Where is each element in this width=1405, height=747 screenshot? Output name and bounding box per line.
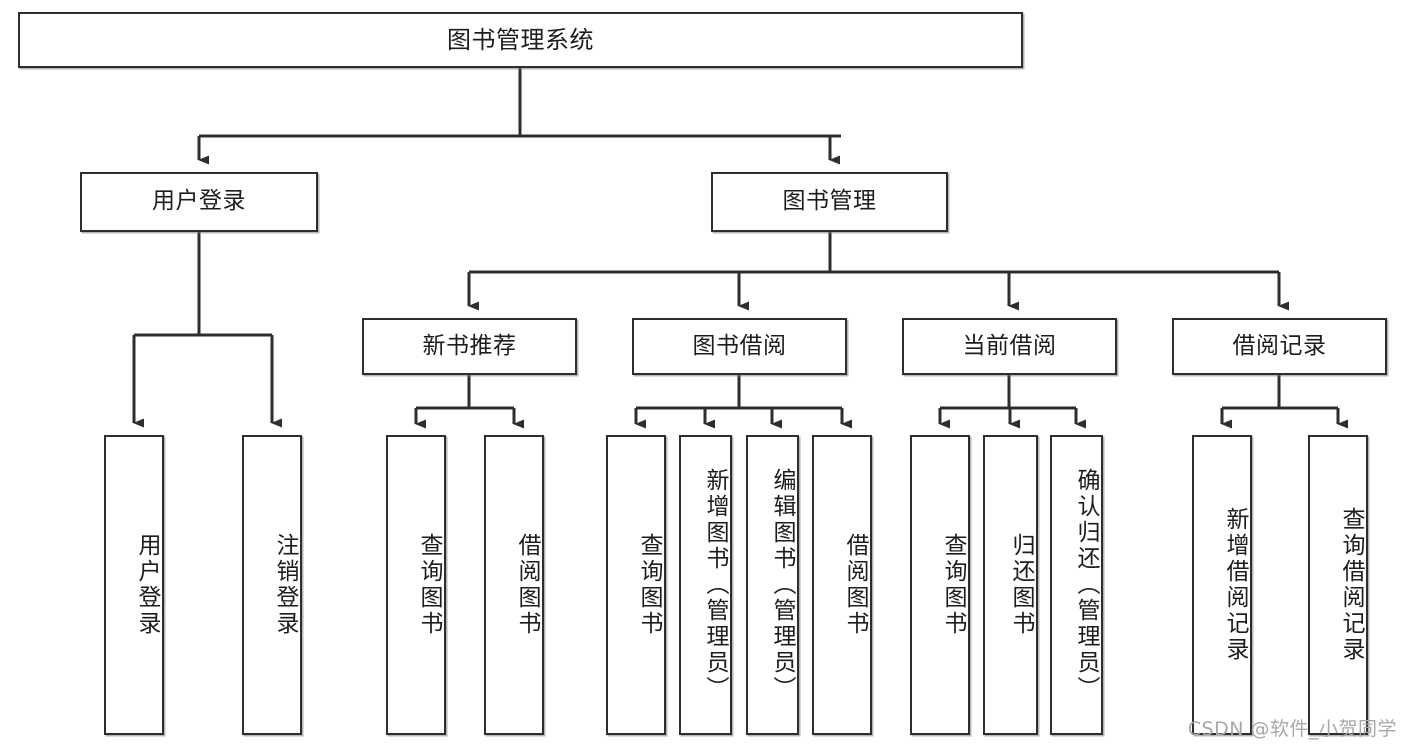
node-book-borrow[interactable]: 图书借阅 (632, 318, 847, 375)
node-leaf-query-book-2[interactable]: 查询图书 (606, 435, 666, 735)
node-leaf-query-record-label: 查询借阅记录 (1338, 507, 1364, 663)
node-leaf-add-book-label: 新增图书（管理员） (702, 468, 728, 702)
node-leaf-query-book-1-label: 查询图书 (416, 533, 442, 637)
node-leaf-borrow-book-2-label: 借阅图书 (842, 533, 868, 637)
node-leaf-query-record[interactable]: 查询借阅记录 (1308, 435, 1368, 735)
node-leaf-query-book-3[interactable]: 查询图书 (910, 435, 970, 735)
node-book-manage-label: 图书管理 (782, 188, 877, 215)
node-leaf-borrow-book-2[interactable]: 借阅图书 (812, 435, 872, 735)
node-current-borrow[interactable]: 当前借阅 (902, 318, 1117, 375)
node-user-login-label: 用户登录 (152, 188, 246, 215)
node-leaf-user-login-label: 用户登录 (134, 533, 160, 637)
node-leaf-confirm-return[interactable]: 确认归还（管理员） (1050, 435, 1103, 735)
node-leaf-logout-label: 注销登录 (272, 533, 298, 637)
node-leaf-confirm-return-label: 确认归还（管理员） (1073, 468, 1099, 702)
node-root-label: 图书管理系统 (447, 25, 594, 54)
node-leaf-add-book[interactable]: 新增图书（管理员） (679, 435, 732, 735)
node-leaf-query-book-1[interactable]: 查询图书 (386, 435, 446, 735)
node-leaf-return-book-label: 归还图书 (1008, 533, 1034, 637)
node-new-book-rec-label: 新书推荐 (422, 332, 517, 359)
node-leaf-borrow-book-1[interactable]: 借阅图书 (484, 435, 544, 735)
node-leaf-edit-book-label: 编辑图书（管理员） (769, 468, 795, 702)
node-current-borrow-label: 当前借阅 (962, 332, 1057, 359)
node-leaf-logout[interactable]: 注销登录 (242, 435, 302, 735)
node-borrow-record-label: 借阅记录 (1232, 332, 1327, 359)
node-leaf-add-record-label: 新增借阅记录 (1222, 507, 1248, 663)
node-borrow-record[interactable]: 借阅记录 (1172, 318, 1387, 375)
node-leaf-return-book[interactable]: 归还图书 (983, 435, 1038, 735)
node-leaf-query-book-2-label: 查询图书 (636, 533, 662, 637)
node-root[interactable]: 图书管理系统 (18, 12, 1023, 68)
node-leaf-edit-book[interactable]: 编辑图书（管理员） (746, 435, 799, 735)
node-leaf-query-book-3-label: 查询图书 (940, 533, 966, 637)
node-leaf-borrow-book-1-label: 借阅图书 (514, 533, 540, 637)
node-user-login[interactable]: 用户登录 (80, 172, 318, 232)
node-book-manage[interactable]: 图书管理 (711, 172, 948, 232)
node-leaf-user-login[interactable]: 用户登录 (104, 435, 164, 735)
csdn-watermark: CSDN @软件_小贺同学 (1187, 718, 1397, 740)
node-book-borrow-label: 图书借阅 (692, 332, 787, 359)
node-new-book-rec[interactable]: 新书推荐 (362, 318, 577, 375)
node-leaf-add-record[interactable]: 新增借阅记录 (1192, 435, 1252, 735)
